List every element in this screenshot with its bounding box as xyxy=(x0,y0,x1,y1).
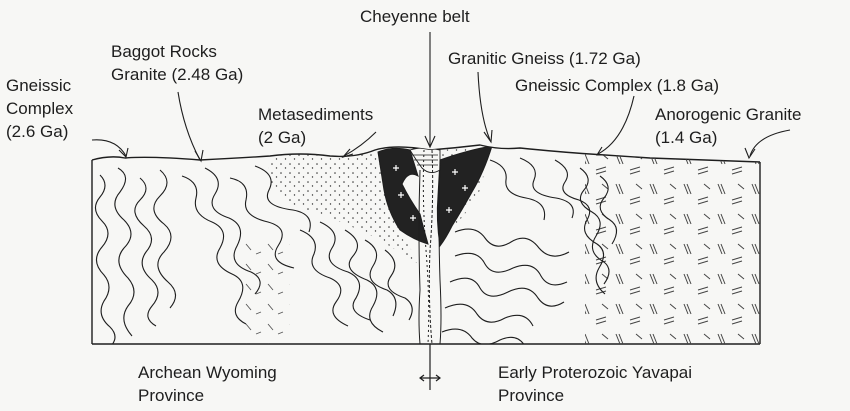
anorogenic-granite-unit xyxy=(585,150,765,350)
metasediments-label-line1: Metasediments xyxy=(258,104,373,126)
cheyenne-belt-dark-unit-2 xyxy=(437,146,492,246)
baggot-rocks-label-line1: Baggot Rocks xyxy=(111,41,217,63)
leader-anorogenic xyxy=(750,130,790,156)
anorogenic-granite-label-line2: (1.4 Ga) xyxy=(655,127,717,149)
province-west-label-line1: Archean Wyoming xyxy=(138,362,277,384)
gneissic-complex-west-label-line3: (2.6 Ga) xyxy=(6,121,68,143)
province-west-label-line2: Province xyxy=(138,385,204,407)
province-east-label-line1: Early Proterozoic Yavapai xyxy=(498,362,692,384)
metasediments-label-line2: (2 Ga) xyxy=(258,127,306,149)
leader-baggot xyxy=(178,92,200,160)
leader-gneissic-east xyxy=(598,96,634,154)
anorogenic-granite-label-line1: Anorogenic Granite xyxy=(655,104,801,126)
suture-zone-lines xyxy=(419,150,441,344)
gneissic-complex-west-label-line1: Gneissic xyxy=(6,75,71,97)
leader-gneissic-west xyxy=(92,140,126,156)
baggot-rocks-granite-pod xyxy=(245,240,290,350)
gneissic-complex-west-label-line2: Complex xyxy=(6,98,73,120)
province-east-label-line2: Province xyxy=(498,385,564,407)
leader-granitic-gneiss xyxy=(478,72,490,140)
granitic-gneiss-label: Granitic Gneiss (1.72 Ga) xyxy=(448,48,641,70)
province-boundary-marker xyxy=(420,344,440,390)
gneissic-complex-east-label: Gneissic Complex (1.8 Ga) xyxy=(515,75,719,97)
baggot-rocks-label-line2: Granite (2.48 Ga) xyxy=(111,64,243,86)
cheyenne-belt-label: Cheyenne belt xyxy=(360,6,470,28)
